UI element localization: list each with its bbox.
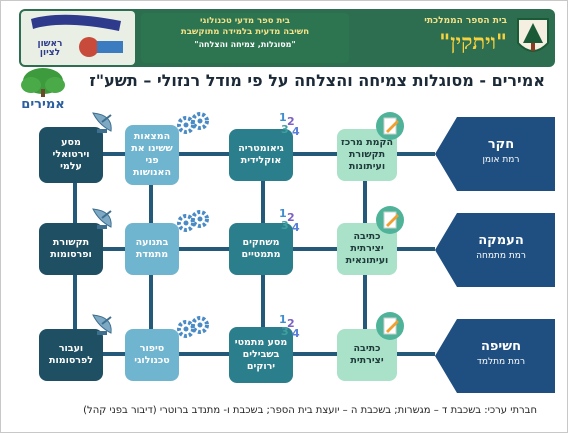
topic-box-communication-ads: תקשורת ופרסומות	[39, 223, 103, 275]
topic-box-math-games: משחקים מתמטיים	[229, 223, 293, 275]
header-tagline: בית ספר מדעי טכנולוגי חשיבה מדעית בלמידה…	[141, 13, 349, 63]
level-arrow-research: חקר רמת אומן	[435, 117, 555, 191]
tree-logo-icon	[21, 68, 65, 97]
tagline-line1: בית ספר מדעי טכנולוגי	[200, 16, 290, 26]
level-arrow-deepening: העמקה רמת מתמחה	[435, 213, 555, 287]
gears-icon	[177, 316, 209, 338]
arrow-shape-icon	[435, 319, 555, 393]
level-subtitle: רמת אומן	[482, 155, 520, 165]
level-title: העמקה	[478, 233, 524, 248]
level-arrow-exposure: חשיפה רמת מתלמד	[435, 319, 555, 393]
topic-line: עלמי	[60, 161, 82, 172]
topic-line: פני	[145, 155, 159, 166]
numbers-icon: 1 2 3 4	[279, 207, 300, 233]
svg-text:3: 3	[281, 325, 289, 338]
topic-line: תקשורת	[52, 237, 90, 248]
pencil-icon	[376, 112, 404, 140]
topic-box-ads-work: ועבור לפרסומות	[39, 329, 103, 381]
svg-text:4: 4	[292, 125, 300, 137]
topic-line: גיאומטריה	[238, 143, 284, 154]
topic-line: מסע	[61, 137, 81, 148]
tagline-line2: חשיבה מדעית בלמידה מתוקשבת	[180, 27, 310, 37]
svg-text:4: 4	[292, 327, 300, 339]
satellite-dish-icon	[92, 208, 112, 229]
numbers-icon: 1 2 3 4	[279, 111, 300, 137]
topic-line: כתיבה	[353, 343, 381, 354]
school-name-block: בית הספר הממלכתי "ויתקין"	[357, 13, 507, 63]
topic-line: בשבילים	[242, 349, 280, 360]
svg-text:3: 3	[281, 123, 289, 136]
topic-line: וירטואלי	[52, 149, 90, 160]
topic-line: אוקלידית	[240, 155, 282, 166]
city-logo: ראשון לציון	[21, 11, 135, 65]
level-label: העמקה רמת מתמחה	[435, 233, 555, 261]
topic-line: מסע מתמטי	[234, 337, 288, 348]
topic-line: לפרסומות	[48, 355, 94, 366]
svg-text:1: 1	[279, 111, 287, 124]
topic-line: טכנולוגי	[134, 355, 170, 366]
svg-text:1: 1	[279, 207, 287, 220]
topic-line: מתמטיים	[241, 249, 281, 260]
topic-line: בתנועה	[135, 237, 169, 248]
city-emblem-icon	[31, 14, 123, 57]
topic-box-green-math-journey: מסע מתמטי בשבילים ירוקים	[229, 327, 293, 383]
pencil-icon	[376, 312, 404, 340]
svg-text:2: 2	[287, 211, 295, 224]
topic-line: ירוקים	[246, 361, 276, 372]
topic-line: משחקים	[242, 237, 280, 248]
page-title: אמירים - מסוגלות צמיחה והצלחה על פי מודל…	[89, 71, 545, 90]
amirim-logo-text: אמירים	[21, 97, 65, 112]
topic-box-geometry: גיאומטריה אוקלידית	[229, 129, 293, 181]
topic-box-inventions: המצאות ששינו את פני האנושות	[125, 125, 179, 185]
topic-line: מתמדת	[135, 249, 169, 260]
tagline-line3: "מסוגלות, צמיחה והצלחה"	[194, 40, 296, 49]
topic-line: ששינו את	[131, 143, 173, 154]
topic-line: יצירתית	[350, 243, 384, 254]
gears-icon	[177, 210, 209, 232]
city-name: ראשון לציון	[37, 39, 63, 58]
level-title: חקר	[487, 137, 515, 152]
topic-line: תקשורת	[348, 149, 386, 160]
topic-line: הקמת מרכז	[341, 137, 393, 148]
numbers-icon: 1 2 3 4	[279, 313, 300, 339]
arrow-shape-icon	[435, 117, 555, 191]
topic-box-comm-center: הקמת מרכז תקשורת ועיתונות	[337, 129, 397, 181]
topic-line: ועיתונות	[348, 161, 386, 172]
level-label: חקר רמת אומן	[435, 137, 555, 165]
topic-line: ועבור	[58, 343, 84, 354]
topic-line: המצאות	[133, 131, 171, 142]
pencil-icon	[376, 206, 404, 234]
topic-box-tech-story: סיפור טכנולוגי	[125, 329, 179, 381]
topic-line: ועיתונאית	[345, 255, 389, 266]
svg-text:2: 2	[287, 317, 295, 330]
satellite-dish-icon	[92, 314, 112, 335]
topic-line: האנושות	[133, 167, 171, 178]
topic-line: יצירתית	[350, 355, 384, 366]
school-type: בית הספר הממלכתי	[424, 16, 507, 26]
footer-note: חברתי ערכי: בשכבת ד – מגשרות; בשכבת ה – …	[83, 405, 537, 416]
svg-text:3: 3	[281, 219, 289, 232]
svg-text:4: 4	[292, 221, 300, 233]
topic-box-constant-motion: בתנועה מתמדת	[125, 223, 179, 275]
topic-box-virtual-journey: מסע וירטואלי עלמי	[39, 127, 103, 183]
level-title: חשיפה	[480, 339, 522, 354]
topic-line: כתיבה	[353, 231, 381, 242]
satellite-dish-icon	[92, 112, 112, 133]
level-subtitle: רמת מתלמד	[476, 357, 526, 367]
svg-text:1: 1	[279, 313, 287, 326]
school-emblem-icon	[517, 18, 549, 52]
svg-text:2: 2	[287, 115, 295, 128]
gears-icon	[177, 112, 209, 134]
header-banner: ראשון לציון בית ספר מדעי טכנולוגי חשיבה …	[19, 9, 555, 67]
arrow-shape-icon	[435, 213, 555, 287]
school-brand: "ויתקין"	[439, 29, 507, 54]
level-subtitle: רמת מתמחה	[476, 251, 526, 261]
topic-line: ופרסומות	[50, 249, 92, 260]
level-label: חשיפה רמת מתלמד	[435, 339, 555, 367]
topic-line: סיפור	[139, 343, 165, 354]
